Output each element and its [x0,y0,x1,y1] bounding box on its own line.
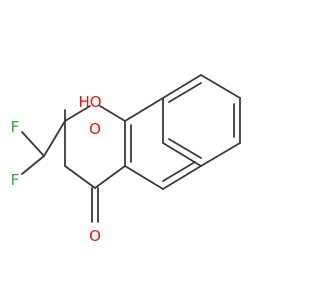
bond [162,161,196,182]
bond [200,142,241,167]
bond [168,82,202,103]
bond [162,74,202,99]
bond [64,165,96,189]
bond [168,138,202,159]
bond [21,155,45,175]
atom-label-ring-oxygen: O [89,120,101,138]
structure-diagram: HO O O F F [11,74,241,245]
bond [162,165,202,190]
bond [124,165,164,190]
atom-label-fluorine-bottom: F [11,171,20,189]
atom-label-fluorine-top: F [11,118,20,136]
bond-layer [21,74,241,223]
bond [99,105,126,122]
bond [124,97,164,122]
bond [43,120,66,157]
atom-label-carbonyl-oxygen: O [89,227,101,245]
bond [94,165,126,189]
atom-label-ho: HO [78,93,101,111]
bond [200,74,241,99]
bond [64,105,91,122]
bond [21,131,45,157]
